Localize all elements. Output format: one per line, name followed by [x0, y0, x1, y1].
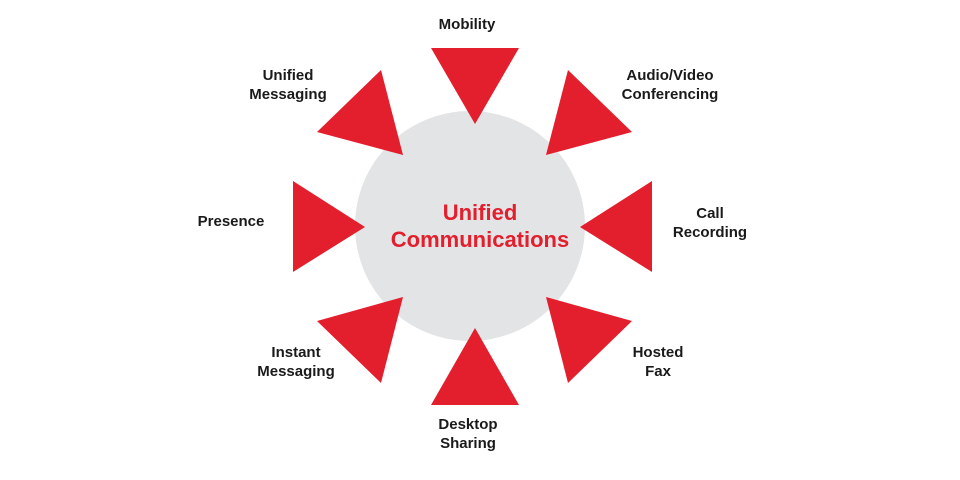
label-line: Call: [696, 205, 724, 222]
label-line: Hosted: [632, 344, 684, 361]
label-instant-messaging: Instant Messaging: [236, 343, 356, 381]
label-line: Unified: [262, 67, 314, 84]
arrow-call-recording: [580, 181, 652, 272]
label-line: Audio/Video: [626, 67, 714, 84]
arrow-mobility: [431, 48, 519, 124]
label-line: Sharing: [440, 435, 496, 452]
label-desktop-sharing: Desktop Sharing: [408, 415, 528, 453]
label-unified-messaging: Unified Messaging: [228, 66, 348, 104]
label-line: Desktop: [438, 416, 498, 433]
center-title-line1: Unified: [442, 200, 518, 225]
arrow-unified-messaging: [317, 70, 403, 155]
center-hub-circle: [355, 111, 585, 341]
label-line: Mobility: [438, 16, 496, 33]
label-audio-video-conferencing: Audio/Video Conferencing: [600, 66, 740, 104]
label-line: Fax: [645, 363, 671, 380]
label-line: Conferencing: [621, 86, 719, 103]
label-line: Messaging: [249, 86, 327, 103]
arrow-desktop-sharing: [431, 328, 519, 405]
label-line: Messaging: [257, 363, 335, 380]
arrow-presence: [293, 181, 365, 272]
label-mobility: Mobility: [417, 15, 517, 34]
arrow-group: [293, 48, 652, 405]
arrow-instant-messaging: [317, 297, 403, 383]
center-title: Unified Communications: [0, 199, 960, 253]
label-hosted-fax: Hosted Fax: [603, 343, 713, 381]
arrow-hosted-fax: [546, 297, 632, 383]
label-line: Recording: [672, 224, 748, 241]
arrow-audio-video-conferencing: [546, 70, 632, 155]
label-line: Instant: [271, 344, 321, 361]
label-line: Presence: [197, 213, 265, 230]
center-title-line2: Communications: [390, 227, 570, 252]
label-presence: Presence: [176, 212, 286, 231]
label-call-recording: Call Recording: [650, 204, 770, 242]
